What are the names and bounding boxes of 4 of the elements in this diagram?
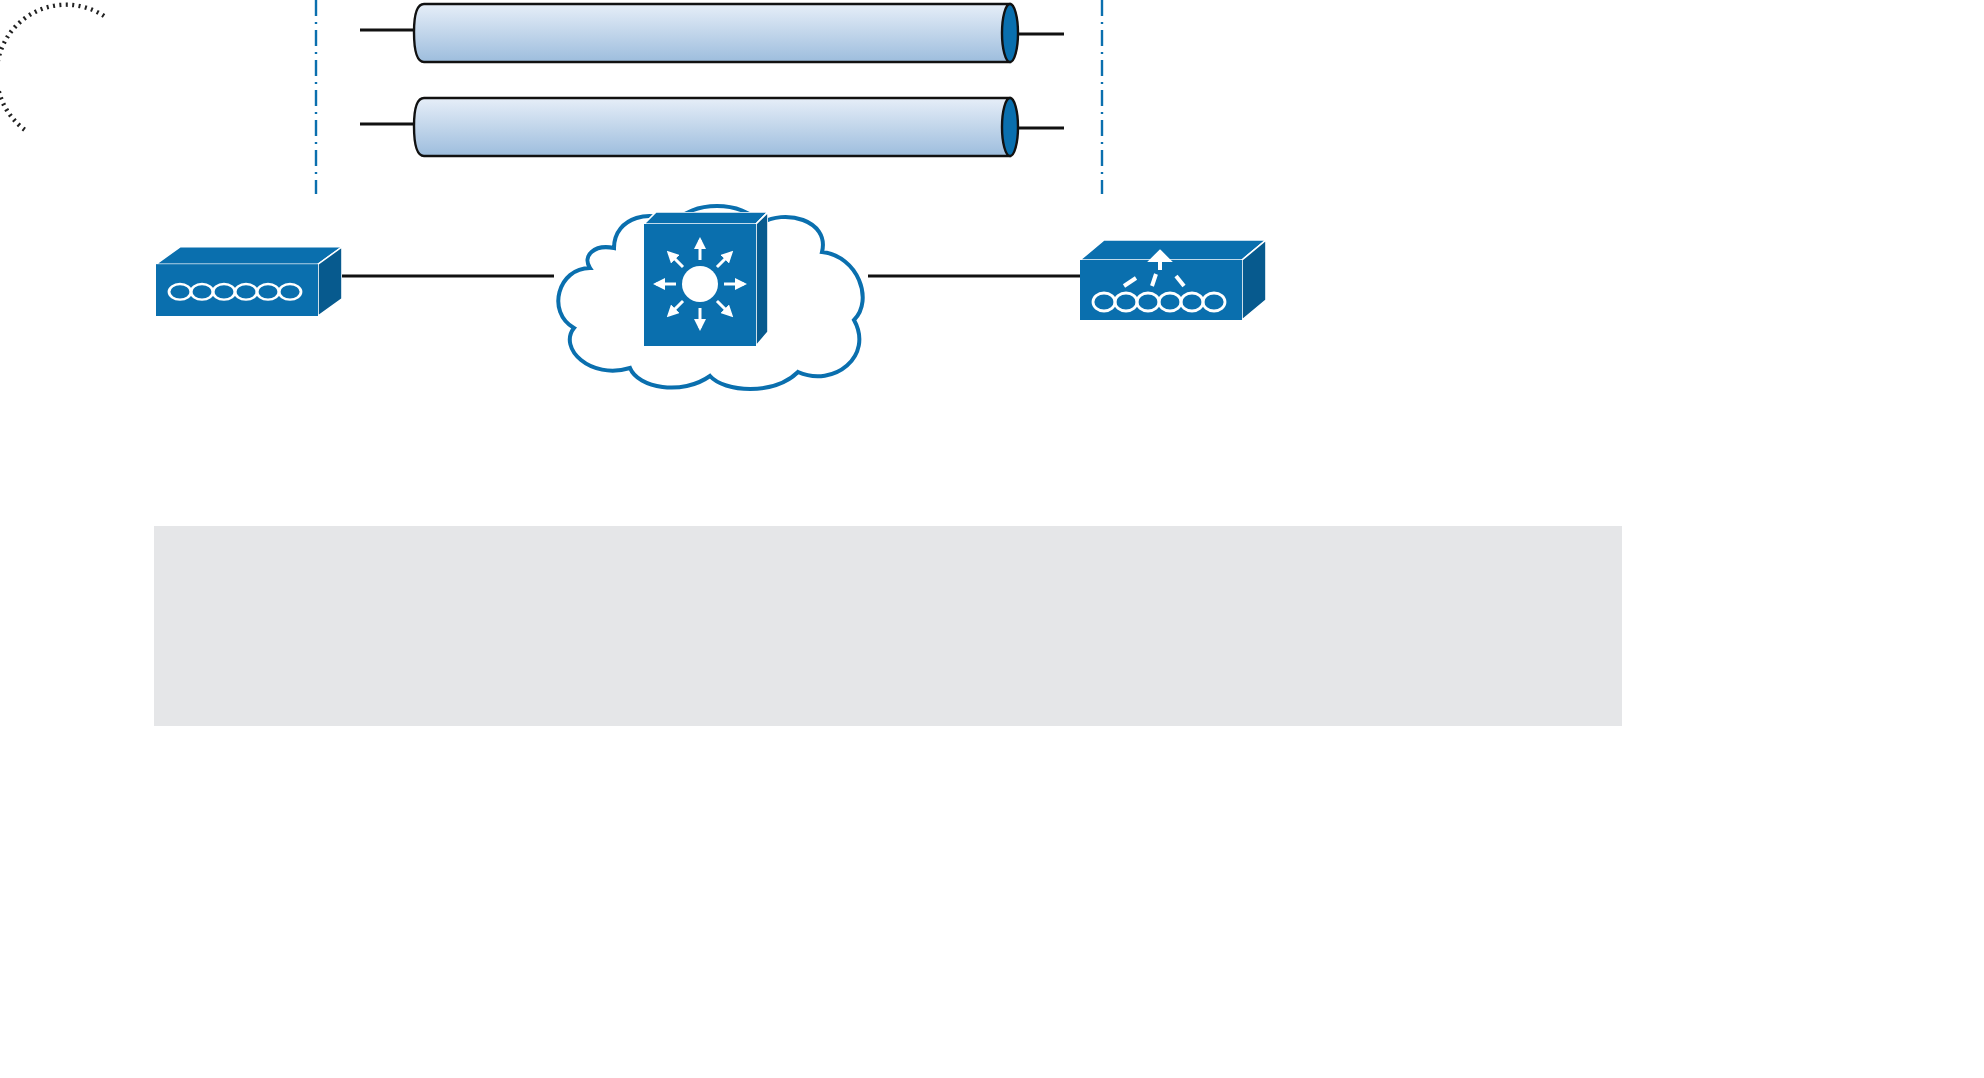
connection-line [342,274,554,278]
connection-line [868,274,1080,278]
cloud-shape [554,204,868,388]
switch-icon [644,212,768,346]
